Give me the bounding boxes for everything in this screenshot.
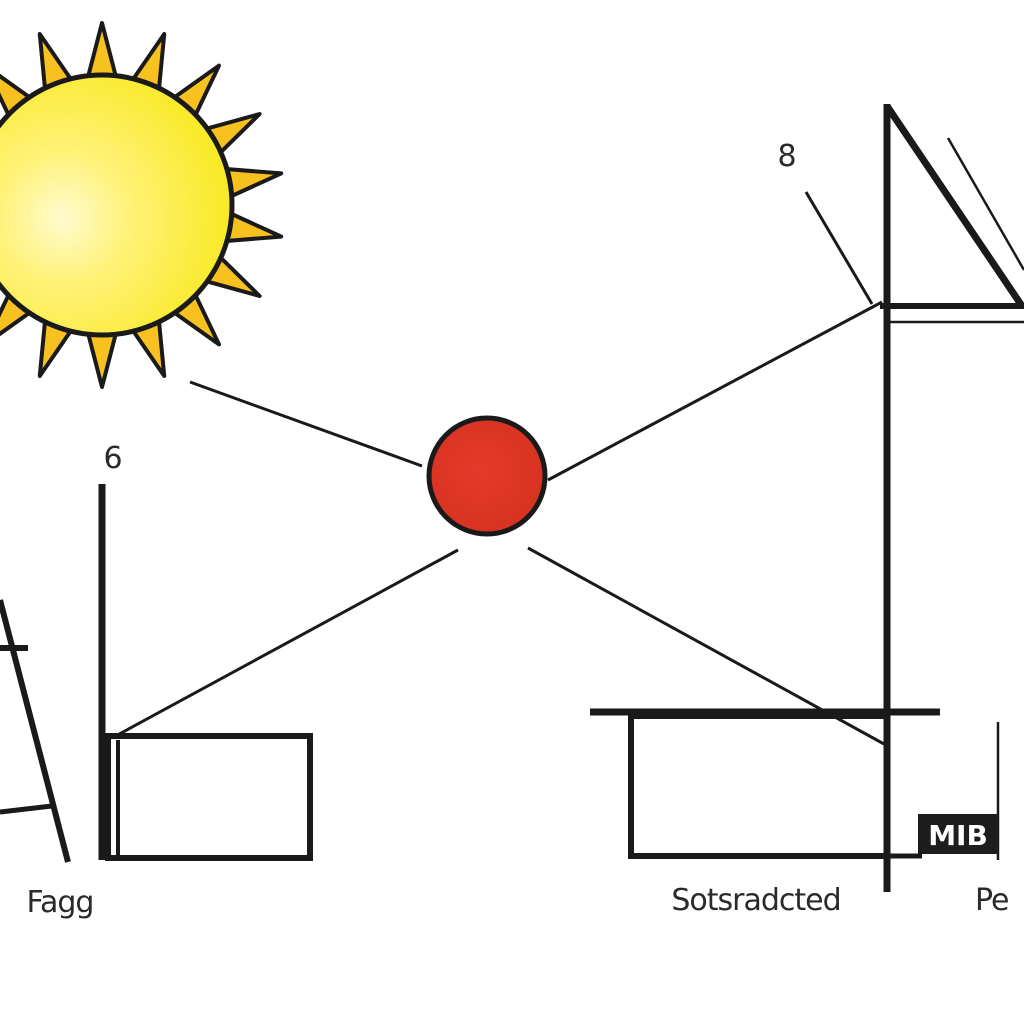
right-box	[628, 713, 890, 859]
box-label-text: MIB	[928, 819, 988, 852]
marker-6-label: 6	[103, 441, 122, 476]
red-ball	[426, 415, 548, 537]
marker-8-pointer	[804, 191, 874, 305]
right-diagonal	[884, 104, 1024, 308]
sun-icon	[0, 21, 284, 389]
right-diagonal-thin	[946, 137, 1024, 271]
ray-ball-to-pole	[547, 300, 883, 482]
ray-ball-to-left-box	[111, 548, 459, 740]
left-structure	[0, 484, 313, 863]
sun-body	[0, 72, 235, 338]
left-box	[105, 733, 313, 861]
right-structure	[590, 104, 1024, 892]
caption-right: Pe	[975, 883, 1008, 918]
box-label-badge: MIB	[918, 814, 998, 854]
caption-center: Sotsradcted	[671, 883, 840, 918]
caption-left: Fagg	[27, 885, 94, 920]
ladder-rail	[0, 599, 71, 863]
ladder-rung-bottom	[0, 803, 53, 815]
marker-8-label: 8	[777, 139, 796, 174]
light-lines	[111, 191, 885, 746]
ray-sun-to-ball	[189, 380, 423, 468]
